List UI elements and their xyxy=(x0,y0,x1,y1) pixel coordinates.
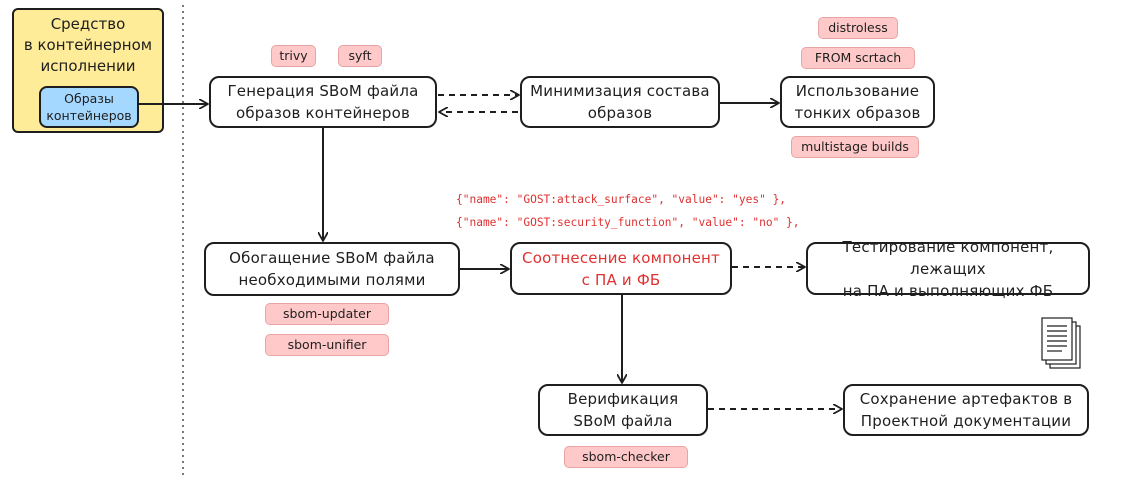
node-line: тонких образов xyxy=(794,104,921,122)
node-sbom-enrichment: Обогащение SBoM файла необходимыми полям… xyxy=(204,242,460,296)
node-line: Использование xyxy=(795,82,920,100)
node-component-testing: Тестирование компонент, лежащих на ПА и … xyxy=(806,238,1090,300)
json-annotation-line-1: {"name": "GOST:attack_surface", "value":… xyxy=(456,193,787,206)
node-sbom-generation: Генерация SBoM файла образов контейнеров xyxy=(209,76,437,128)
node-line: образов контейнеров xyxy=(235,104,411,122)
node-line: Генерация SBoM файла xyxy=(227,82,419,100)
node-image-minimization: Минимизация состава образов xyxy=(520,76,720,128)
tag-trivy: trivy xyxy=(271,45,316,67)
node-line: Тестирование компонент, лежащих xyxy=(842,237,1054,278)
node-line: Сохранение артефактов в xyxy=(859,390,1073,408)
node-line: Обогащение SBoM файла xyxy=(229,249,435,267)
tag-from-scratch: FROM scrtach xyxy=(801,47,915,69)
node-line: SBoM файла xyxy=(573,412,673,430)
node-thin-images: Использование тонких образов xyxy=(780,76,935,128)
document-stack-icon xyxy=(1041,317,1081,369)
node-sbom-verification: Верификация SBoM файла xyxy=(538,384,708,436)
container-images-node: Образы контейнеров xyxy=(39,86,139,128)
tag-sbom-unifier: sbom-unifier xyxy=(265,334,389,356)
node-line: с ПА и ФБ xyxy=(581,270,661,289)
tag-sbom-checker: sbom-checker xyxy=(564,446,688,468)
node-line: Соотнесение компонент xyxy=(522,248,720,267)
tag-syft: syft xyxy=(338,45,382,67)
node-artifact-saving: Сохранение артефактов в Проектной докуме… xyxy=(843,384,1089,436)
node-line: на ПА и выполняющих ФБ xyxy=(842,281,1054,300)
tag-distroless: distroless xyxy=(818,17,898,39)
tool-title-line-2: в контейнерном xyxy=(23,36,153,54)
images-label-line-1: Образы xyxy=(64,91,114,106)
node-line: образов xyxy=(587,104,653,122)
images-label-line-2: контейнеров xyxy=(46,108,132,123)
tool-title-line-3: исполнении xyxy=(40,57,136,75)
node-line: необходимыми полями xyxy=(238,271,426,289)
node-line: Верификация xyxy=(567,390,679,408)
tag-multistage-builds: multistage builds xyxy=(791,136,919,158)
node-component-correlation: Соотнесение компонент с ПА и ФБ xyxy=(510,242,732,295)
node-line: Минимизация состава xyxy=(530,82,710,100)
json-annotation-line-2: {"name": "GOST:security_function", "valu… xyxy=(456,216,800,229)
tag-sbom-updater: sbom-updater xyxy=(265,303,389,325)
node-line: Проектной документации xyxy=(860,412,1072,430)
tool-title-line-1: Средство xyxy=(50,15,126,33)
